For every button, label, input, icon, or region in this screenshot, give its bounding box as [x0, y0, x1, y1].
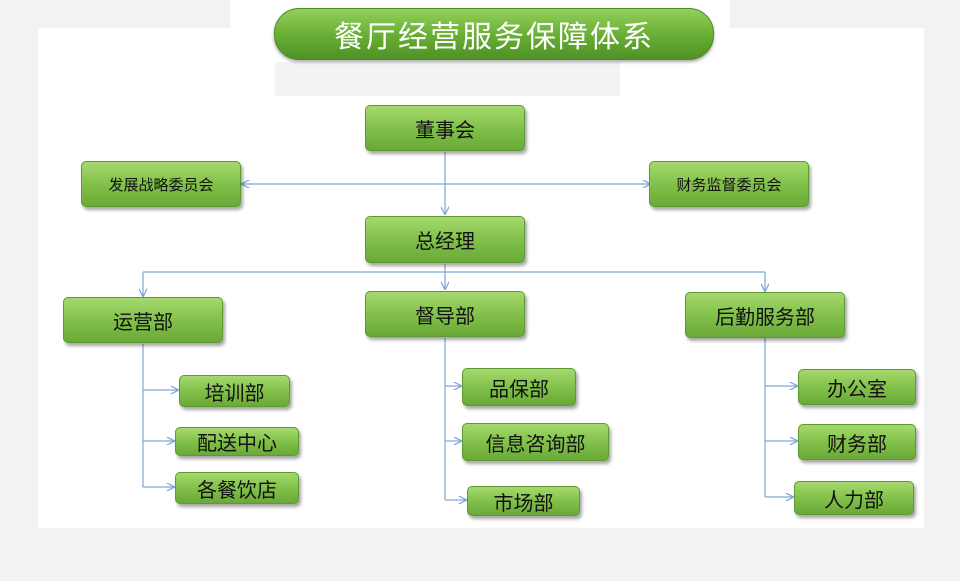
node-delivery-center: 配送中心	[175, 427, 299, 456]
diagram-title: 餐厅经营服务保障体系	[274, 8, 714, 60]
node-market: 市场部	[467, 486, 580, 516]
node-hr: 人力部	[794, 481, 914, 515]
node-strategy-committee: 发展战略委员会	[81, 161, 241, 207]
subtitle-backdrop	[275, 62, 620, 96]
node-finance: 财务部	[798, 424, 916, 460]
node-finance-committee: 财务监督委员会	[649, 161, 809, 207]
node-board: 董事会	[365, 105, 525, 151]
node-restaurants: 各餐饮店	[175, 472, 299, 504]
node-operations: 运营部	[63, 297, 223, 343]
node-quality: 品保部	[462, 368, 576, 406]
node-logistics: 后勤服务部	[685, 292, 845, 338]
node-supervision: 督导部	[365, 291, 525, 337]
node-training: 培训部	[179, 375, 290, 407]
node-office: 办公室	[798, 369, 916, 405]
node-info-consulting: 信息咨询部	[462, 423, 609, 461]
node-general-manager: 总经理	[365, 216, 525, 263]
